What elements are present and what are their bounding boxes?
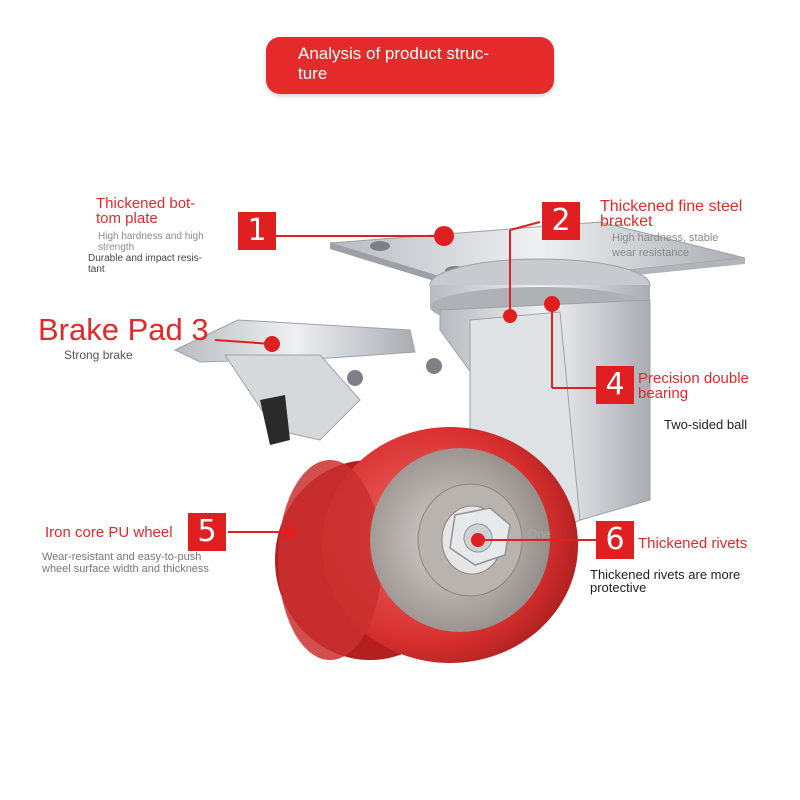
callout-5-label: Iron core PU wheel — [45, 524, 173, 541]
callout-leaders — [214, 221, 596, 541]
callout-number-1: 1 — [238, 212, 276, 250]
callout-1-sub1: High hardness and high strength — [98, 231, 204, 253]
callout-4-label: Precision double bearing — [638, 370, 749, 402]
callout-number-6: 6 — [596, 521, 634, 559]
callout-3-label: Brake Pad 3 — [38, 312, 209, 347]
callout-dots — [264, 226, 560, 547]
callout-3-sub1: Strong brake — [64, 348, 133, 362]
callout-6-fragment: One — [528, 527, 551, 541]
callout-number-2: 2 — [542, 202, 580, 240]
brake-pedal — [173, 319, 442, 445]
callout-6-sub1: Thickened rivets are more protective — [590, 567, 741, 595]
callout-2-sub1: High hardness, stable wear resistance — [612, 232, 719, 259]
callout-number-5: 5 — [188, 513, 226, 551]
callout-2-label: Thickened fine steel bracket — [600, 198, 743, 230]
callout-1-label: Thickened bot- tom plate — [96, 195, 196, 227]
callout-4-sub1: Two-sided ball — [664, 417, 748, 432]
callout-6-label: Thickened rivets — [638, 535, 748, 552]
page-title: Analysis of product struc- ture — [298, 44, 489, 83]
title-banner — [266, 37, 554, 94]
callout-number-4: 4 — [596, 366, 634, 404]
callout-1-sub2: Durable and impact resis- tant — [88, 253, 202, 275]
pu-wheel — [275, 427, 578, 663]
callout-5-sub1: Wear-resistant and easy-to-push wheel su… — [42, 551, 209, 575]
